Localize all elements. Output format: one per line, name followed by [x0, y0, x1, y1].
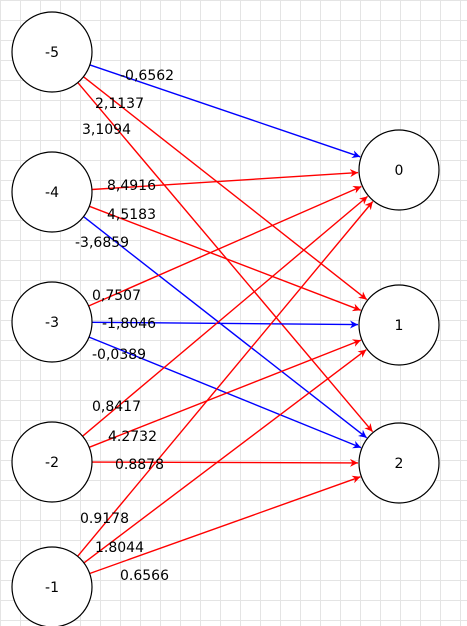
edge-in-3-to-out0: [88, 185, 362, 307]
input-node--3[interactable]: -3: [11, 281, 93, 363]
weight-label-in-2-to-out2: 0.8878: [115, 457, 164, 473]
weight-labels-layer: -0,6562 2,1137 3,1094 8,4916 4,5183 -3,6859 0,…: [75, 68, 174, 584]
input-node-circle: [11, 421, 93, 503]
input-node-label: -4: [45, 185, 59, 201]
weight-label-in-2-to-out0: 0,8417: [92, 399, 141, 415]
weight-label-in-1-to-out1: 1.8044: [95, 540, 144, 556]
input-node-label: -1: [45, 580, 59, 596]
output-node-circle: [358, 422, 440, 504]
output-node-label: 2: [395, 456, 404, 472]
nodes-layer: -5 -4 -3 -2 -1 0 1 2: [11, 11, 440, 626]
input-node-circle: [11, 151, 93, 233]
input-node--1[interactable]: -1: [11, 546, 93, 626]
weight-label-in-5-to-out2: 3,1094: [82, 122, 131, 138]
input-node--2[interactable]: -2: [11, 421, 93, 503]
output-node-label: 1: [395, 318, 404, 334]
output-node-1[interactable]: 1: [358, 284, 440, 366]
edge-in-5-to-out1: [82, 76, 368, 301]
input-node-circle: [11, 281, 93, 363]
input-node-label: -5: [45, 45, 59, 61]
edge-in-4-to-out1: [89, 205, 361, 312]
edge-in-3-to-out2: [88, 336, 362, 449]
edge-in-1-to-out2: [89, 475, 361, 575]
edge-in-2-to-out1: [88, 339, 362, 448]
edge-in-3-to-out1: [91, 320, 359, 329]
output-node-0[interactable]: 0: [358, 129, 440, 211]
edge-in-4-to-out2: [83, 216, 368, 439]
output-node-circle: [358, 129, 440, 211]
weight-label-in-2-to-out1: 4.2732: [108, 429, 157, 445]
weight-label-in-5-to-out1: 2,1137: [95, 96, 144, 112]
input-node-label: -2: [45, 455, 59, 471]
connections-layer: [77, 64, 374, 575]
output-node-circle: [358, 284, 440, 366]
input-node--4[interactable]: -4: [11, 151, 93, 233]
weight-label-in-1-to-out0: 0.9178: [80, 511, 129, 527]
output-node-2[interactable]: 2: [358, 422, 440, 504]
edge-in-2-to-out0: [82, 195, 369, 437]
weight-label-in-4-to-out2: -3,6859: [75, 235, 129, 251]
edge-in-5-to-out2: [77, 82, 374, 433]
input-node-circle: [11, 546, 93, 626]
input-node--5[interactable]: -5: [11, 11, 93, 93]
edge-in-4-to-out0: [91, 169, 359, 191]
weight-label-in-4-to-out0: 8,4916: [107, 178, 156, 194]
edge-in-5-to-out0: [89, 64, 361, 159]
input-node-circle: [11, 11, 93, 93]
weight-label-in-3-to-out1: -1,8046: [102, 316, 156, 332]
edge-in-1-to-out1: [83, 349, 367, 564]
output-node-label: 0: [395, 163, 404, 179]
edge-in-2-to-out2: [91, 458, 359, 467]
weight-label-in-5-to-out0: -0,6562: [120, 68, 174, 84]
weight-label-in-1-to-out2: 0.6566: [120, 568, 169, 584]
weight-label-in-3-to-out0: 0,7507: [92, 288, 141, 304]
weight-label-in-4-to-out1: 4,5183: [107, 207, 156, 223]
input-node-label: -3: [45, 315, 59, 331]
edge-in-1-to-out0: [77, 201, 374, 557]
weight-label-in-3-to-out2: -0,0389: [92, 347, 146, 363]
